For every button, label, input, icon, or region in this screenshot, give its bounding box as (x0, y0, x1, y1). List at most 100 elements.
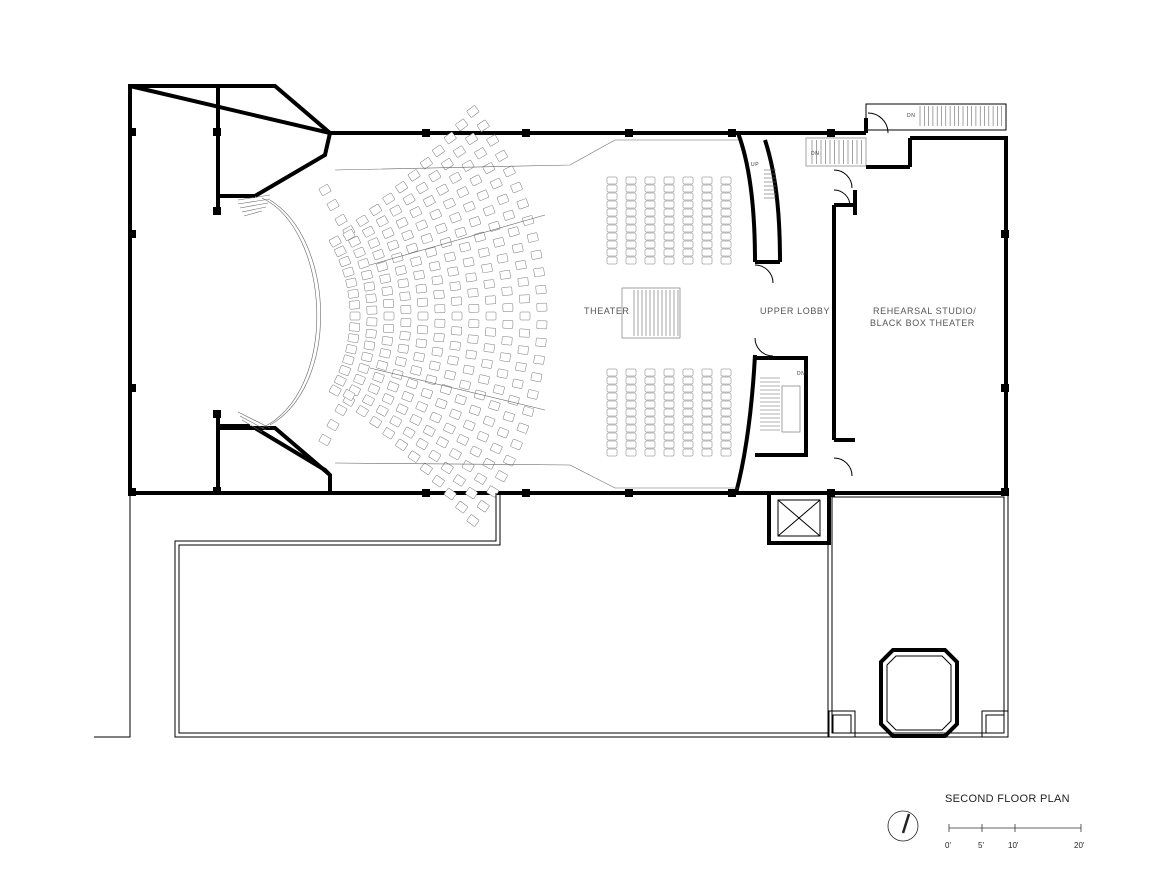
seat (502, 319, 514, 329)
seat (409, 414, 422, 426)
scale-tick-0: 0' (945, 841, 951, 850)
seat (428, 170, 442, 183)
seat (420, 388, 433, 399)
label-rehearsal-line1: REHEARSAL STUDIO/ (873, 306, 976, 316)
seat (517, 277, 529, 287)
seat (441, 461, 454, 474)
label-rehearsal-line2: BLACK BOX THEATER (870, 318, 975, 328)
seat (536, 302, 548, 312)
seat (720, 416, 732, 425)
seat (449, 212, 462, 224)
seat (720, 256, 732, 265)
seat (682, 216, 694, 225)
seat (349, 311, 361, 321)
seat (376, 404, 389, 417)
seat (644, 200, 656, 209)
seat (720, 440, 732, 449)
seat (625, 392, 637, 401)
seat (431, 346, 443, 357)
seat (663, 248, 675, 257)
seat (440, 384, 452, 395)
seat (720, 376, 732, 385)
seat (682, 184, 694, 193)
seat (682, 248, 694, 257)
seat (493, 237, 505, 248)
seat (663, 408, 675, 417)
seat (369, 416, 382, 429)
seat (443, 487, 457, 501)
theater-seating (318, 105, 732, 527)
theater-outline (334, 139, 738, 489)
seat (606, 384, 618, 393)
seat (625, 256, 637, 265)
seat (644, 184, 656, 193)
seat (701, 376, 713, 385)
seat (449, 281, 461, 291)
seat (468, 303, 480, 313)
seat (466, 514, 480, 527)
seat (476, 119, 490, 132)
seat (356, 214, 369, 227)
seat (382, 427, 396, 440)
seat (415, 182, 429, 194)
seat (644, 216, 656, 225)
seat (625, 184, 637, 193)
seat (476, 189, 490, 201)
seat (644, 176, 656, 185)
seat (402, 193, 416, 206)
seat (606, 208, 618, 217)
seat (415, 438, 429, 450)
seat (486, 485, 499, 498)
seat (701, 184, 713, 193)
seat (463, 201, 476, 213)
seat (455, 501, 468, 514)
seat (701, 440, 713, 449)
seat (682, 176, 694, 185)
seat (701, 368, 713, 377)
seat (499, 352, 511, 362)
seat (482, 458, 495, 470)
seat (663, 216, 675, 225)
seat (449, 172, 462, 184)
seat (468, 216, 482, 228)
seat (644, 240, 656, 249)
seat (625, 176, 637, 185)
seat (488, 221, 501, 232)
seat (511, 243, 524, 254)
seat (720, 208, 732, 217)
seat (701, 240, 713, 249)
seat (441, 158, 454, 171)
seat (365, 329, 377, 339)
seat (462, 364, 475, 375)
seat (476, 431, 490, 443)
seat (356, 405, 369, 418)
seat (701, 408, 713, 417)
seat (496, 253, 509, 264)
seat (465, 132, 478, 145)
seat (379, 348, 391, 359)
seat (415, 401, 428, 413)
seat (606, 376, 618, 385)
seat (663, 256, 675, 265)
seat (507, 226, 520, 237)
seat (526, 232, 539, 243)
seat (435, 398, 448, 410)
seat (376, 261, 389, 272)
seat (644, 440, 656, 449)
seat (490, 177, 503, 190)
seat (415, 283, 427, 294)
seat (495, 470, 508, 482)
seat (682, 424, 694, 433)
seat (433, 289, 445, 300)
seat (455, 118, 468, 131)
lobby-stairs (754, 103, 1007, 477)
seat (397, 343, 409, 354)
seat (402, 426, 416, 439)
seat (476, 500, 490, 513)
seat (399, 291, 411, 301)
seat (451, 311, 463, 321)
seat (663, 368, 675, 377)
seat (682, 376, 694, 385)
seat (334, 375, 347, 387)
seat (357, 363, 370, 374)
